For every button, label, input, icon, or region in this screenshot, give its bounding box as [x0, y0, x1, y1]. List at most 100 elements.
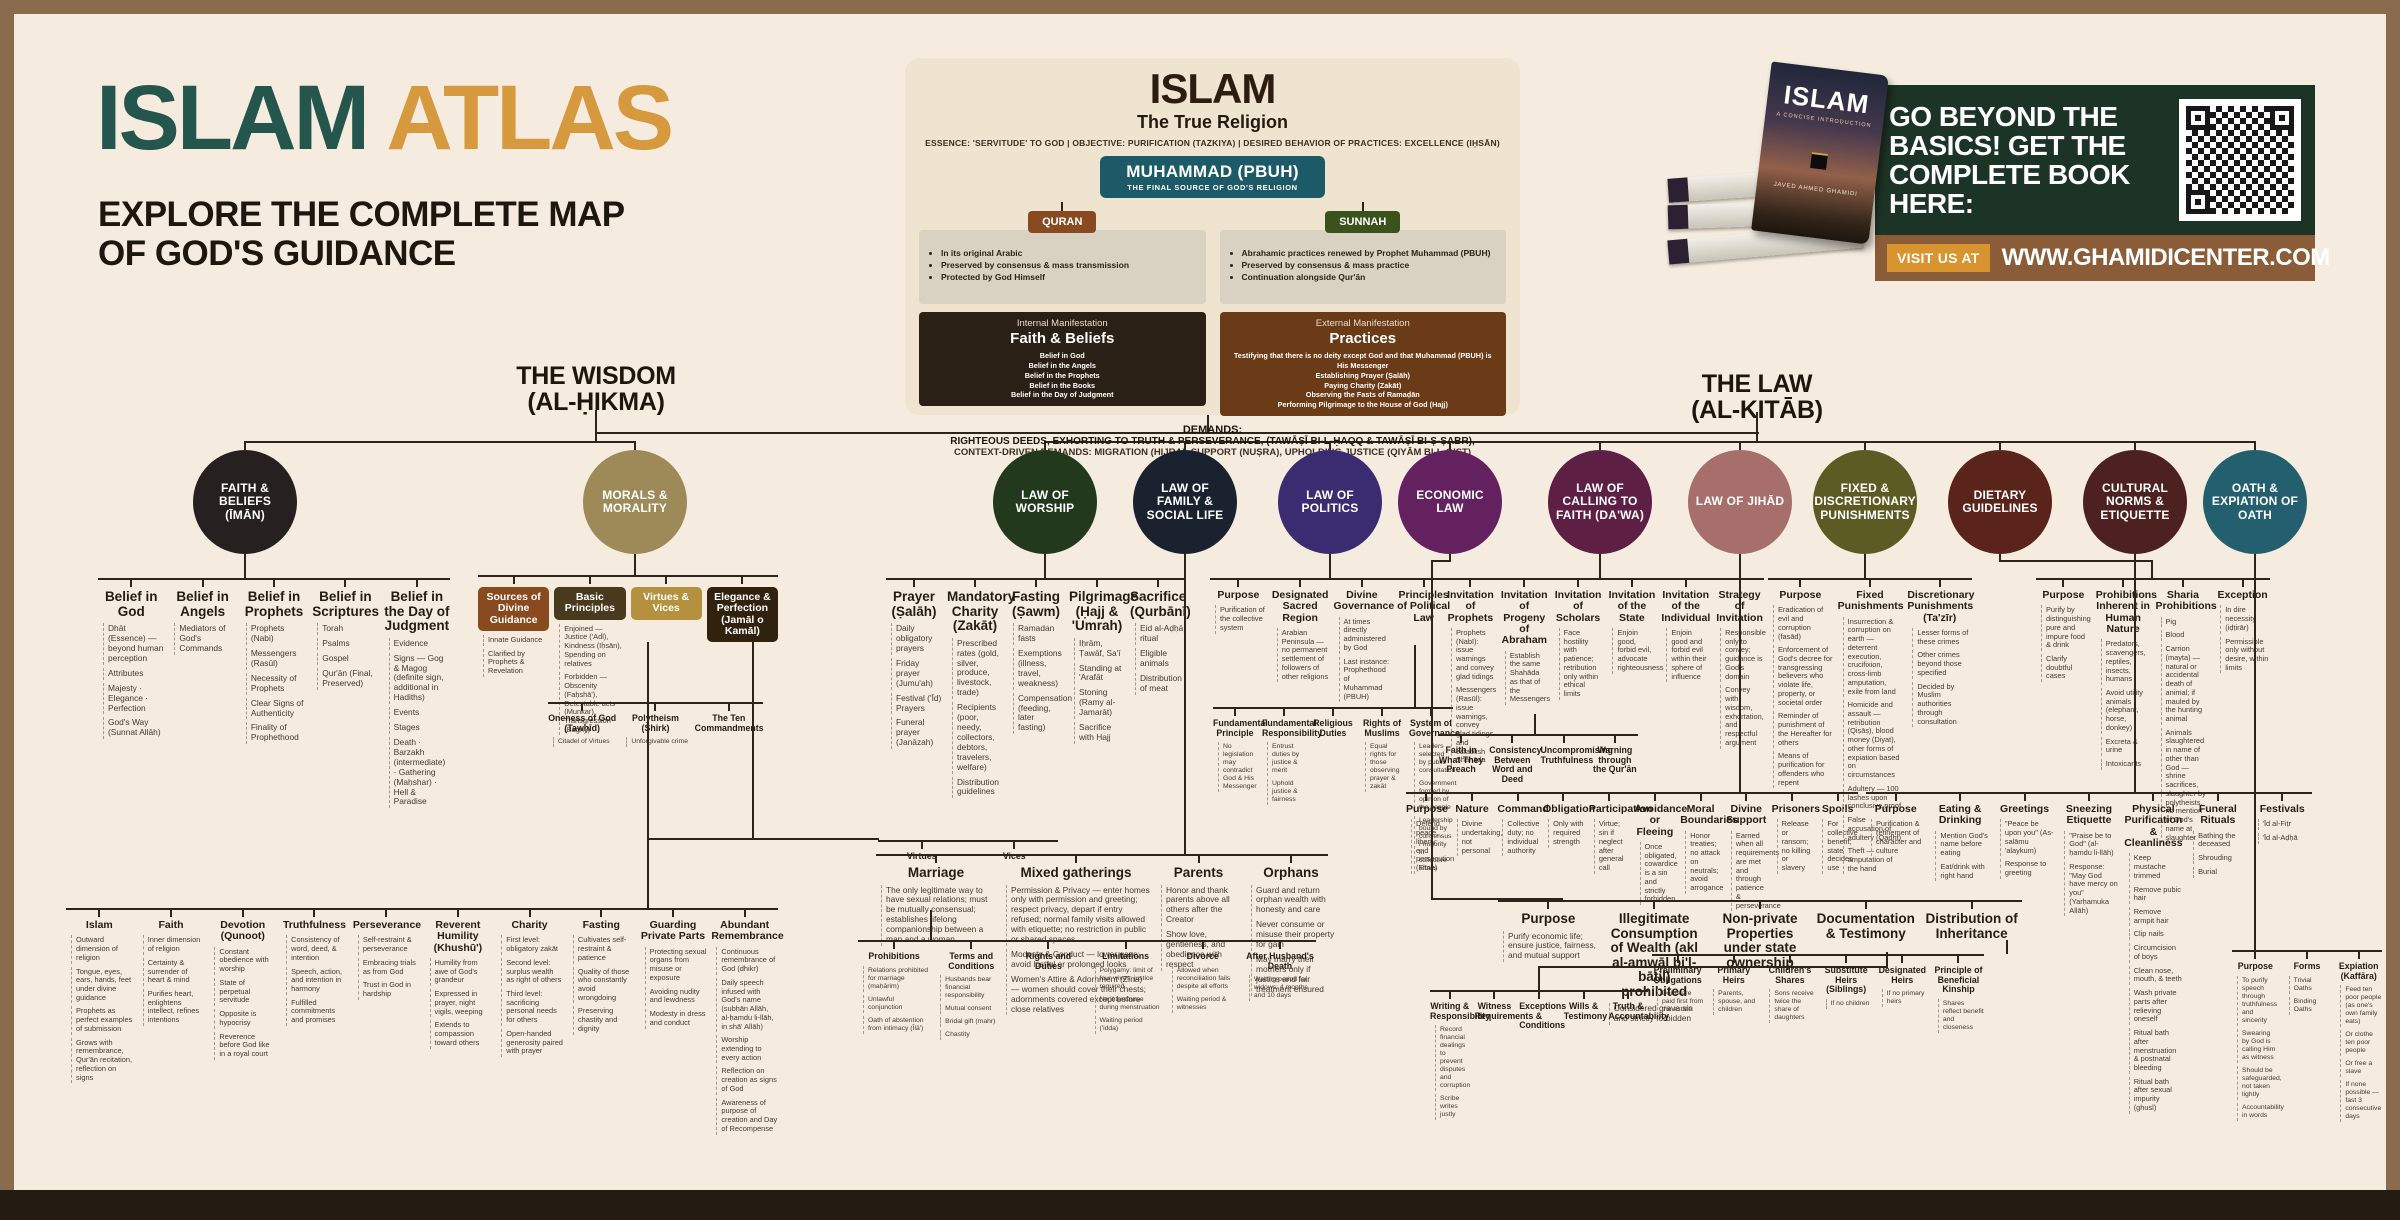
- circle-label: CULTURAL NORMS & ETIQUETTE: [2100, 481, 2170, 522]
- tree-node-cultural-3: Sneezing Etiquette"Praise be to God" (al…: [2059, 794, 2118, 919]
- tree-node-heading: Mixed gatherings: [1020, 865, 1132, 880]
- tree-node-morals_sub-2: The Ten Commandments: [694, 704, 764, 733]
- tree-node-item: Grows with remembrance, Qur'ān recitatio…: [71, 1037, 133, 1084]
- list-item: Preserved by consensus & mass practice: [1242, 260, 1497, 270]
- tree-node-item: Release or ransom; no killing or slavery: [1776, 819, 1813, 874]
- tree-node-item: Quality of those who constantly avoid wr…: [572, 966, 635, 1004]
- branch-label-law: THE LAW (AL-KITĀB): [1647, 371, 1867, 423]
- tree-node-heading: Invitation of Progeny of Abraham: [1500, 589, 1548, 647]
- tree-node-heading: Mandatory Charity (Zakāt): [947, 589, 1016, 634]
- poster-frame-bottom: [0, 1190, 2400, 1220]
- tree-node-items: Establish the same Shahāda as that of th…: [1500, 650, 1550, 706]
- tree-node-heading: Exception: [2217, 589, 2268, 601]
- tree-node-item: Distribution of meat: [1135, 672, 1186, 695]
- sunnah-panel: Abrahamic practices renewed by Prophet M…: [1219, 230, 1506, 304]
- tree-node-heading: Uncompromising Truthfulness: [1540, 745, 1613, 765]
- tree-node-item: Iḥrām, Ṭawāf, Sa'ī: [1074, 637, 1125, 660]
- tree-node-items: Eradication of evil and corruption (fasā…: [1768, 605, 1833, 789]
- list-item: In its original Arabic: [941, 248, 1196, 258]
- tree-node-items: To purify speech through truthfulness an…: [2232, 975, 2284, 1121]
- tree-node-item: Only with required strength: [1548, 819, 1584, 848]
- tree-node-item: Enjoin good, forbid evil, advocate right…: [1612, 627, 1664, 674]
- tree-node-docs_sub-2: Exceptions & Conditions: [1519, 992, 1566, 1031]
- sunnah-chip: SUNNAH: [1325, 211, 1401, 233]
- tree-node-item: Polygamy: limit of four wives; justice r…: [1094, 965, 1162, 992]
- circle-label: ECONOMIC LAW: [1416, 487, 1484, 515]
- tree-node-heading: Truthfulness: [282, 919, 346, 931]
- tree-node-items: Once obligated, cowardice is a sin and s…: [1635, 841, 1678, 906]
- tree-node-heading: Fasting (Ṣawm): [1011, 589, 1060, 619]
- tree-node-item: Modesty in dress and conduct: [644, 1009, 707, 1029]
- tree-node-heading: Physical Purification & Cleanliness: [2124, 803, 2183, 849]
- tree-node-heading: Belief in Angels: [176, 589, 229, 619]
- tree-node-item: Homicide and assault — retribution (Qiṣā…: [1842, 700, 1903, 781]
- list-item: Continuation alongside Qur'ān: [1242, 272, 1497, 282]
- tree-node-items: Predators, scavengers, reptiles, insects…: [2096, 639, 2151, 770]
- quran-chip: QURAN: [1028, 211, 1097, 233]
- circle-label: LAW OF WORSHIP: [1015, 487, 1075, 515]
- tree-node-item: Accountability in words: [2237, 1102, 2284, 1121]
- tree-node-docs_sub-3: Wills & Testimony: [1564, 992, 1607, 1021]
- tree-node-heading: Warning through the Qur'ān: [1593, 745, 1637, 774]
- tree-node-heading: Terms and Conditions: [948, 951, 995, 971]
- tree-node-heading: Designated Sacred Region: [1271, 589, 1329, 624]
- tree-node-item: Arabian Peninsula — no permanent settlem…: [1276, 627, 1329, 683]
- tree-node-item: Clarify doubtful cases: [2041, 654, 2091, 683]
- tree-node-item: Eradication of evil and corruption (fasā…: [1773, 605, 1833, 643]
- tree-node-items: Continuous remembrance of God (dhikr)Dai…: [711, 946, 778, 1135]
- tree-node-item: Means of purification for offenders who …: [1773, 751, 1833, 789]
- category-circle-law-of-jihad: LAW OF JIHĀD: [1688, 450, 1792, 554]
- tree-node-heading: Primary Heirs: [1717, 965, 1751, 985]
- tree-node-heading: Preliminary Obligations: [1653, 965, 1702, 985]
- list-item: Testifying that there is no deity except…: [1233, 351, 1492, 370]
- tree-node-item: Humility from awe of God's grandeur: [429, 957, 492, 987]
- tree-node-heading: Sneezing Etiquette: [2065, 803, 2113, 827]
- tree-node-item: Record financial dealings to prevent dis…: [1435, 1025, 1470, 1092]
- tree-node-heading: Guarding Private Parts: [640, 919, 706, 943]
- tree-node-item: Bridal gift (mahr): [940, 1017, 1007, 1028]
- tree-node-item: "Peace be upon you" (As-salāmu 'alaykum): [1999, 819, 2054, 857]
- tree-node-item: Ritual bath after menstruation & postnat…: [2128, 1028, 2183, 1074]
- tree-node-item: Chastity: [940, 1030, 1007, 1041]
- category-circle-punishments: FIXED & DISCRETIONARY PUNISHMENTS: [1813, 450, 1917, 554]
- tree-node-heading: Devotion (Qunoot): [220, 919, 266, 943]
- tree-node-item: 'Īd al-Fiṭr: [2257, 819, 2312, 831]
- tree-node-morals_sub-1: Polytheism (Shirk)Unforgivable crime: [621, 704, 689, 750]
- tree-node-item: If no children: [1825, 998, 1872, 1009]
- tree-node-item: Last instance: Prophethood of Muhammad (…: [1338, 656, 1391, 703]
- tree-node-heading: Sharia Prohibitions: [2155, 589, 2217, 613]
- tree-node-item: Burial: [2193, 866, 2247, 878]
- list-item: Protected by God Himself: [941, 272, 1196, 282]
- tree-node-worship-3: Pilgrimage (Ḥajj & 'Umrah)Iḥrām, Ṭawāf, …: [1069, 580, 1138, 747]
- tree-node-heading: Elegance & Perfection (Jamāl o Kamāl): [706, 587, 778, 643]
- tree-node-item: Divine undertaking, not personal: [1456, 819, 1502, 857]
- wisdom-line2: (AL-ḤIKMA): [527, 387, 665, 416]
- wisdom-line1: THE WISDOM: [516, 362, 676, 390]
- list-item: Belief in the Angels: [1028, 360, 1096, 370]
- tree-node-item: If none possible — fast 3 consecutive da…: [2340, 1080, 2382, 1123]
- tree-node-item: Responsible only to convey; guidance is …: [1720, 627, 1766, 683]
- list-item: Preserved by consensus & mass transmissi…: [941, 260, 1196, 270]
- tree-node-calling_sub-0: Faith in What They Preach: [1438, 736, 1484, 775]
- tree-node-heading: The Ten Commandments: [694, 713, 764, 733]
- poster-title-atlas: ATLAS: [367, 67, 674, 169]
